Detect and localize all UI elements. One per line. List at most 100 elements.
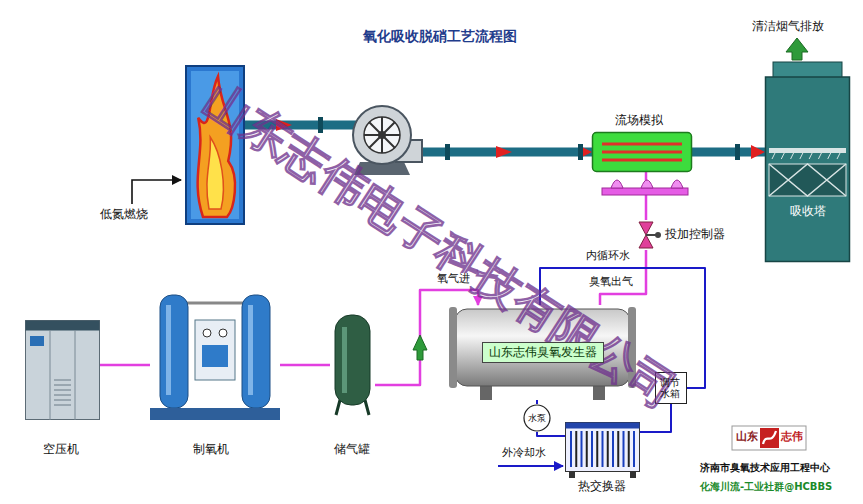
node-shape-part [593,133,692,172]
node-shape-part [207,137,223,209]
gas-tank: 储气罐 [330,315,375,415]
node-shape-part [646,234,656,236]
ozone-burners-part [602,188,688,195]
node-shape-part [203,329,211,337]
node-shape-part [818,153,821,159]
gas-line [280,364,330,367]
node-shape-part [656,373,687,404]
water-line [537,432,565,436]
fan-symbol-part [364,117,400,153]
logo-text: 志伟 [781,431,803,444]
node-shape-part [837,153,840,159]
node-shape-part [607,431,609,467]
node-shape-part [242,295,270,408]
node-shape-part [166,305,171,395]
node-shape-part [575,431,577,467]
node-shape [592,132,692,172]
node-shape-part [150,408,280,420]
node-shape-part [773,62,842,78]
node-shape-part [202,345,228,367]
node-shape-part [342,327,347,393]
pipe-flanges-part [445,144,450,160]
node-shape-part [772,153,775,159]
exhaust-label: 清洁烟气排放 [752,20,824,34]
pipe-flanges-part [318,117,323,133]
node-shape-part [781,153,784,159]
pump-circle: 水泵 [523,404,551,432]
node-shape-part [219,329,227,337]
node-shape [25,320,100,420]
node-shape-part [75,330,76,420]
pipe-flanges-part [578,144,583,160]
node-shape-part [54,400,71,401]
cooling-water-label: 外冷却水 [502,447,546,460]
company-logo [732,426,806,450]
node-shape-part [623,431,625,467]
node-label: 投加控制器 [665,228,725,242]
node-label: 调节水箱 [660,377,682,399]
node-label: 热交换器 [578,480,626,494]
node-shape-part [593,386,605,400]
node-shape-part [655,232,661,238]
node-shape-part [570,431,572,467]
ozone-burners-part [671,180,683,188]
node-shape-part [591,431,593,467]
absorption-tower: 吸收塔 [765,62,850,262]
oxygen-generator: 制氧机 [150,285,280,420]
node-shape-part [769,164,846,196]
node-shape-part [191,71,239,219]
flow-field-box: 流场模拟 [592,132,692,172]
ozone-burners [602,180,688,195]
gas-line [645,172,648,220]
node-shape-part [766,77,850,262]
node-shape-part [186,66,244,224]
node-shape [765,62,850,262]
node-shape-part [54,395,71,396]
fan-symbol-part [353,106,411,164]
node-label: 制氧机 [193,443,229,457]
edge-label: 臭氧出气 [588,276,634,289]
node-shape-part [769,164,846,196]
node-shape-part [566,423,640,429]
node-label: 吸收塔 [790,205,826,219]
company-logo-part [760,428,779,448]
node-shape-part [30,336,44,346]
water-line [536,400,538,404]
node-shape-part [524,405,550,431]
cooling-water-line [498,465,563,467]
node-shape-part [769,148,846,153]
node-shape-part [54,405,71,406]
node-shape-part [449,307,457,388]
node-shape-part [54,380,71,381]
leader-arrow [132,180,181,204]
ozone-burners-part [641,180,653,188]
node-shape-part [480,386,492,400]
node-shape-part [455,309,630,386]
node-shape-part [602,159,682,162]
source-credit: 化海川流-工业社群@HCBBS [700,481,832,493]
node-shape-part [791,153,794,159]
node-shape-part [633,431,635,467]
node-shape [150,285,280,420]
node-label: 流场模拟 [615,114,663,128]
ozone-burners-part [611,180,623,188]
org-name: 济南市臭氧技术应用工程中心 [700,462,830,474]
node-shape-part [26,321,100,331]
node-shape-part [586,431,588,467]
node-label: 水泵 [528,413,546,423]
node-shape-part [581,431,583,467]
node-shape-part [596,431,598,467]
node-shape-part [198,76,235,217]
node-shape-part [50,330,51,420]
node-shape-part [602,151,682,154]
node-label: 山东志伟臭氧发生器 [482,342,604,364]
heat-exchanger: 热交换器 [565,422,640,478]
node-shape-part [809,153,812,159]
node-shape [565,422,640,478]
node-shape-part [628,431,630,467]
node-shape-part [602,143,682,146]
edge-label: 氧气进 [436,273,471,286]
fan-symbol-part [378,131,386,139]
node-shape-part [800,153,803,159]
